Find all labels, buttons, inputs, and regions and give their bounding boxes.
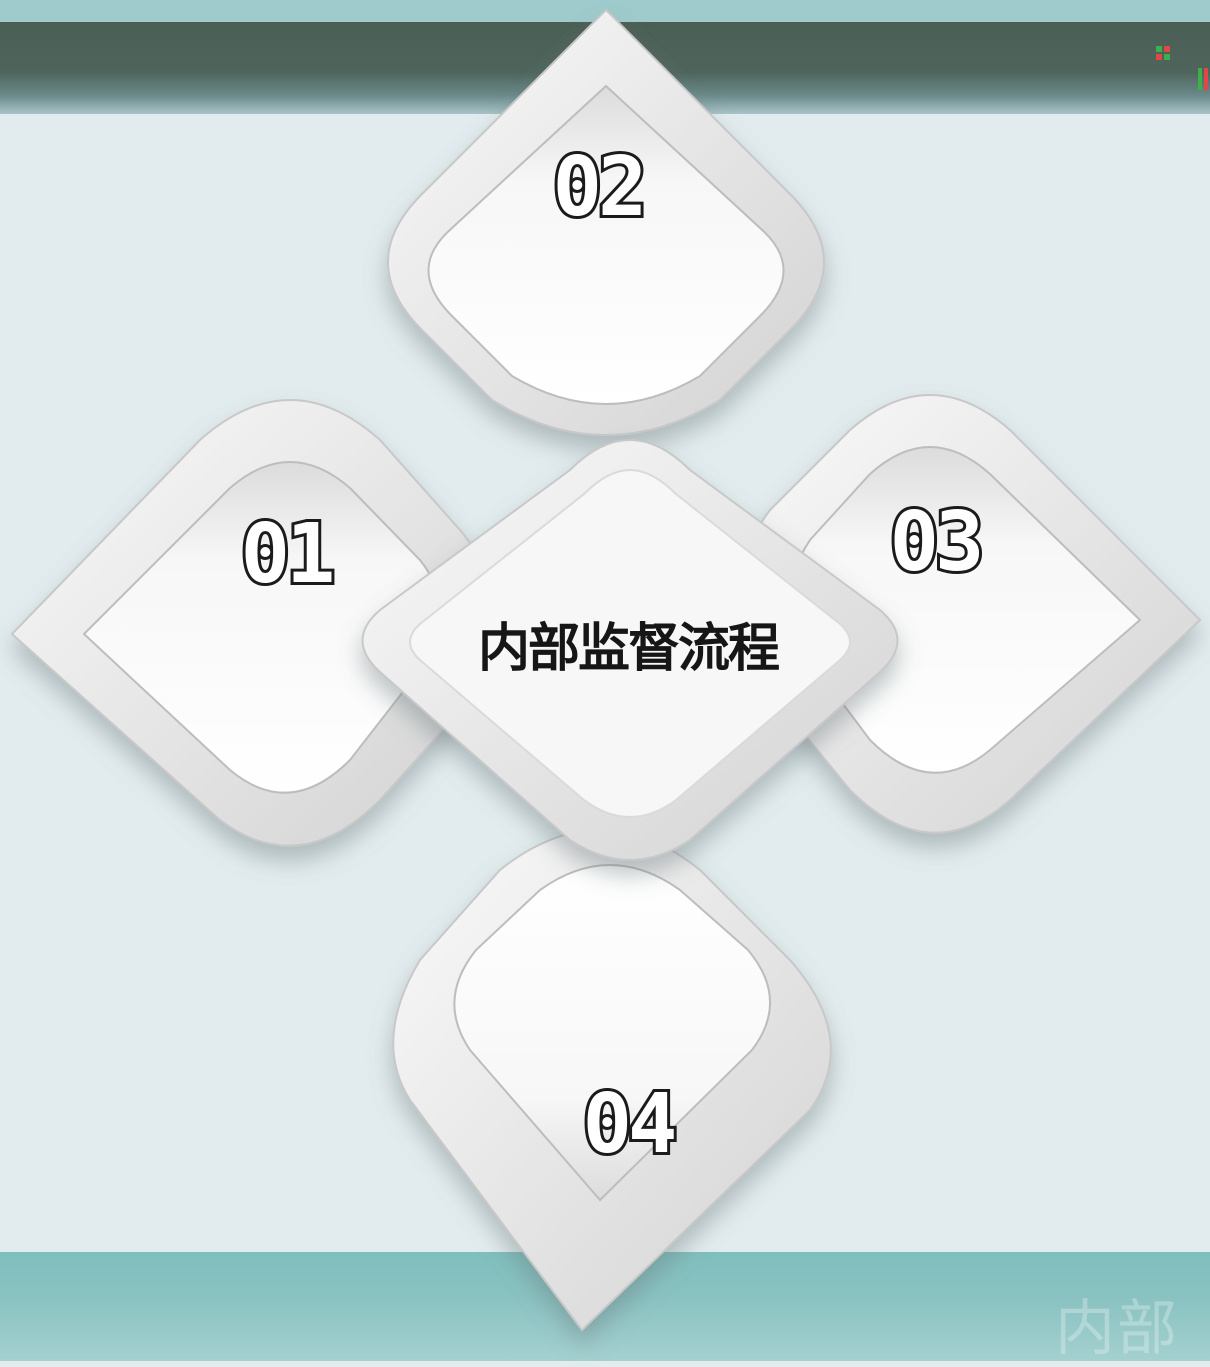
diagram-title: 内部监督流程 (478, 619, 779, 679)
footer-watermark: 内部 (1055, 1294, 1179, 1364)
step-card-04 (392, 829, 832, 1332)
step-card-03 (736, 394, 1202, 834)
center-card-inner (409, 468, 851, 818)
card-02-inner (427, 84, 785, 405)
step-card-02 (387, 8, 825, 436)
card-04-inner (453, 864, 772, 1202)
step-number-03: 03 (890, 495, 981, 590)
corner-decoration-icon (1156, 46, 1208, 90)
step-card-01 (10, 399, 494, 847)
center-card (361, 438, 899, 861)
step-number-04: 04 (583, 1077, 674, 1172)
step-number-02: 02 (553, 140, 644, 235)
step-number-01: 01 (241, 507, 332, 602)
